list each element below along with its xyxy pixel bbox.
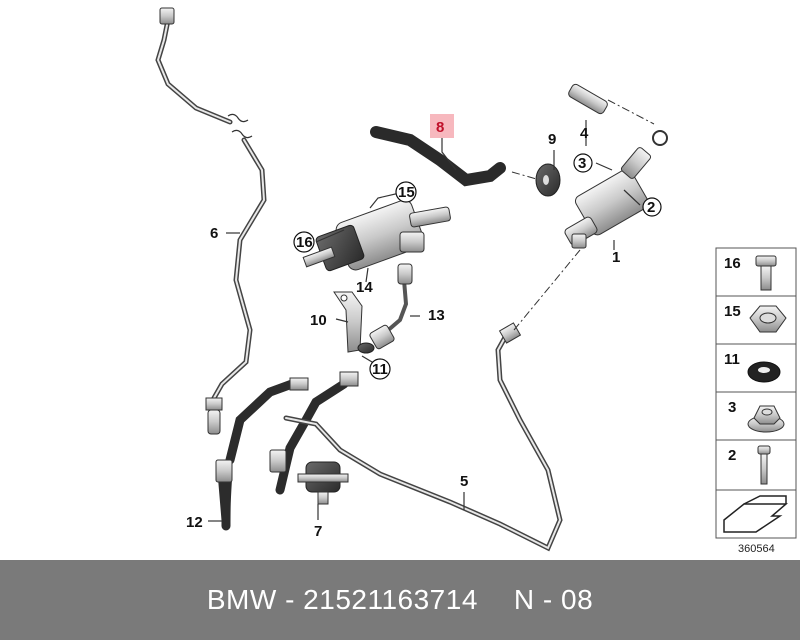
callout-9: 9	[548, 131, 556, 148]
leader-lines	[208, 120, 641, 522]
callout-12: 12	[186, 514, 203, 531]
callout-2: 2	[647, 199, 655, 216]
clutch-hydraulics-diagram: 1 2 3 4 5 6 7 8 9 10 11 12 13 14 15 16 1…	[155, 7, 797, 555]
damper-7	[297, 461, 349, 505]
hose-12-fitting	[215, 377, 309, 483]
grommet-11-part	[357, 342, 375, 354]
screw-icon	[757, 445, 771, 485]
callout-4: 4	[580, 125, 589, 142]
callout-7: 7	[314, 523, 322, 540]
pipe-6-bottom-fitting	[205, 397, 223, 435]
pipe-5	[283, 329, 563, 552]
pipe-6-break-mark	[227, 113, 253, 139]
legend-num-2: 2	[728, 447, 736, 464]
callout-1: 1	[612, 249, 620, 266]
flange-nut-icon	[747, 405, 785, 433]
hex-cap-nut-icon	[749, 305, 787, 333]
legend-num-3: 3	[728, 399, 736, 416]
callout-3: 3	[578, 155, 586, 172]
hose-13-fittings	[369, 263, 413, 350]
grommet-9-part	[535, 163, 561, 197]
hose-damper-fitting	[269, 371, 359, 473]
callout-11: 11	[372, 361, 388, 378]
callout-5: 5	[460, 473, 468, 490]
pin-4-part	[568, 83, 608, 115]
slave-cylinder-14	[302, 199, 451, 272]
shim-arrow-icon	[723, 495, 789, 533]
callout-8: 8	[436, 119, 444, 136]
callout-6: 6	[210, 225, 218, 242]
grommet-icon	[747, 361, 781, 383]
legend-num-11: 11	[724, 351, 740, 368]
callout-10: 10	[310, 312, 327, 329]
callout-13: 13	[428, 307, 445, 324]
callout-15-circle	[395, 181, 417, 203]
illustration-ref-code: 360564	[738, 543, 775, 555]
part-number: BMW - 21521163714	[206, 584, 478, 615]
callout-16: 16	[296, 234, 313, 251]
master-cylinder-1	[564, 130, 668, 249]
callout-2-circle	[642, 197, 662, 217]
pipe-6-top-fitting	[159, 7, 175, 25]
callout-15: 15	[398, 184, 415, 201]
diagram-position: N - 08	[513, 584, 594, 615]
bolt-icon	[755, 255, 777, 291]
legend-num-16: 16	[724, 255, 741, 272]
centerline	[511, 99, 655, 331]
pipe-6	[155, 17, 267, 401]
callout-14: 14	[356, 279, 373, 296]
footer-text: BMW - 21521163714 N - 08	[207, 584, 593, 616]
callout-11-circle	[369, 358, 391, 380]
parts-legend: 16 15 11 3 2	[715, 247, 797, 539]
legend-num-15: 15	[724, 303, 741, 320]
callout-8-highlight	[430, 114, 454, 138]
callout-16-circle	[293, 231, 315, 253]
footer-bar: BMW - 21521163714 N - 08	[0, 560, 800, 640]
hose-13	[384, 278, 409, 334]
hose-8	[370, 126, 506, 187]
callout-3-circle	[573, 153, 593, 173]
